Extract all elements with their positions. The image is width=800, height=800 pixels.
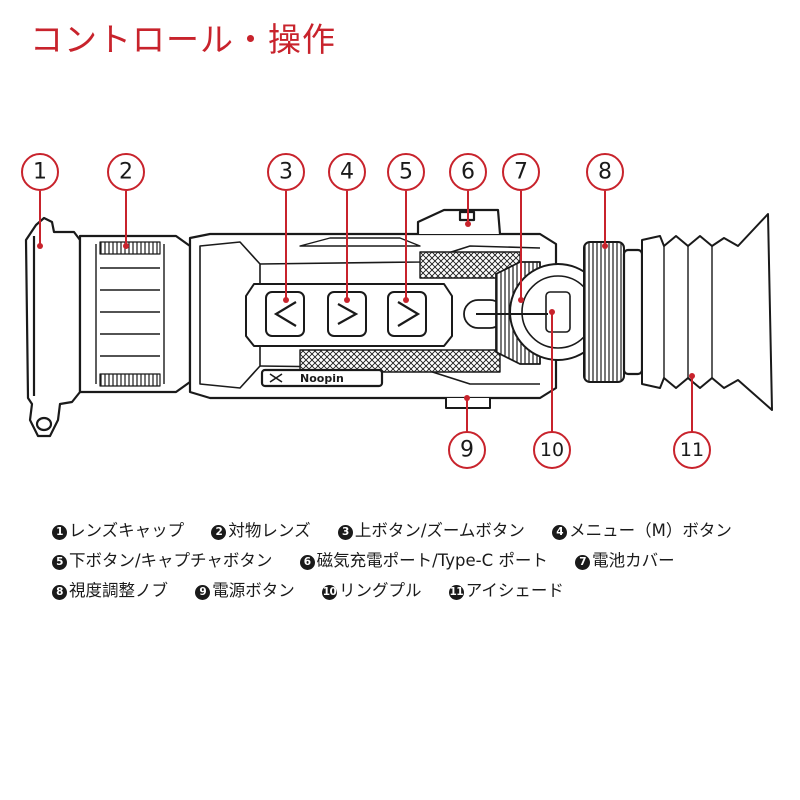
legend-number-badge: 5 (52, 555, 67, 570)
brand-label: Noopin (300, 372, 344, 385)
legend-number-badge: 11 (448, 585, 464, 600)
lens-cap (24, 216, 82, 438)
svg-text:3: 3 (279, 160, 293, 185)
legend-text: 電池カバー (592, 551, 675, 570)
legend-number-badge: 6 (299, 555, 315, 570)
legend-number-badge: 2 (211, 525, 227, 540)
page-title: コントロール・操作 (30, 20, 336, 59)
legend-number-badge: 8 (52, 585, 67, 600)
legend-text: 視度調整ノブ (69, 581, 168, 600)
callout-11: 11 (673, 431, 711, 469)
control-buttons (265, 291, 427, 337)
svg-text:8: 8 (598, 160, 612, 185)
legend-number-badge: 7 (575, 555, 591, 570)
diopter-ring (583, 241, 625, 383)
svg-text:6: 6 (461, 160, 475, 185)
svg-text:1: 1 (33, 160, 47, 185)
legend-number-badge: 3 (337, 525, 353, 540)
callout-6: 6 (449, 153, 487, 191)
callout-3: 3 (267, 153, 305, 191)
svg-text:9: 9 (460, 438, 474, 463)
legend-text: メニュー（M）ボタン (569, 521, 732, 540)
legend-text: アイシェード (465, 581, 564, 600)
legend-text: 磁気充電ポート/Type-C ポート (316, 551, 548, 570)
callout-7: 7 (502, 153, 540, 191)
legend-number-badge: 9 (195, 585, 211, 600)
callout-1: 1 (21, 153, 59, 191)
eyecup (641, 213, 773, 411)
callout-5: 5 (387, 153, 425, 191)
svg-text:4: 4 (340, 160, 354, 185)
legend-number-badge: 4 (552, 525, 568, 540)
svg-text:11: 11 (680, 439, 704, 461)
leaders (37, 191, 695, 432)
legend-text: レンズキャップ (69, 521, 185, 540)
legend-number-badge: 10 (322, 585, 337, 600)
svg-text:7: 7 (514, 160, 528, 185)
legend-text: 上ボタン/ズームボタン (354, 521, 525, 540)
legend-text: 下ボタン/キャプチャボタン (69, 551, 273, 570)
callout-10: 10 (533, 431, 571, 469)
svg-text:5: 5 (399, 160, 413, 185)
svg-text:2: 2 (119, 160, 133, 185)
legend-text: 対物レンズ (228, 521, 311, 540)
callout-9: 9 (448, 431, 486, 469)
legend-text: リングプル (339, 581, 422, 600)
callout-8: 8 (586, 153, 624, 191)
legend-text: 電源ボタン (212, 581, 295, 600)
charging-port (416, 208, 502, 235)
callout-2: 2 (107, 153, 145, 191)
svg-text:10: 10 (540, 439, 564, 461)
legend-number-badge: 1 (52, 525, 67, 540)
callout-4: 4 (328, 153, 366, 191)
scope-body: Noopin (24, 208, 773, 438)
